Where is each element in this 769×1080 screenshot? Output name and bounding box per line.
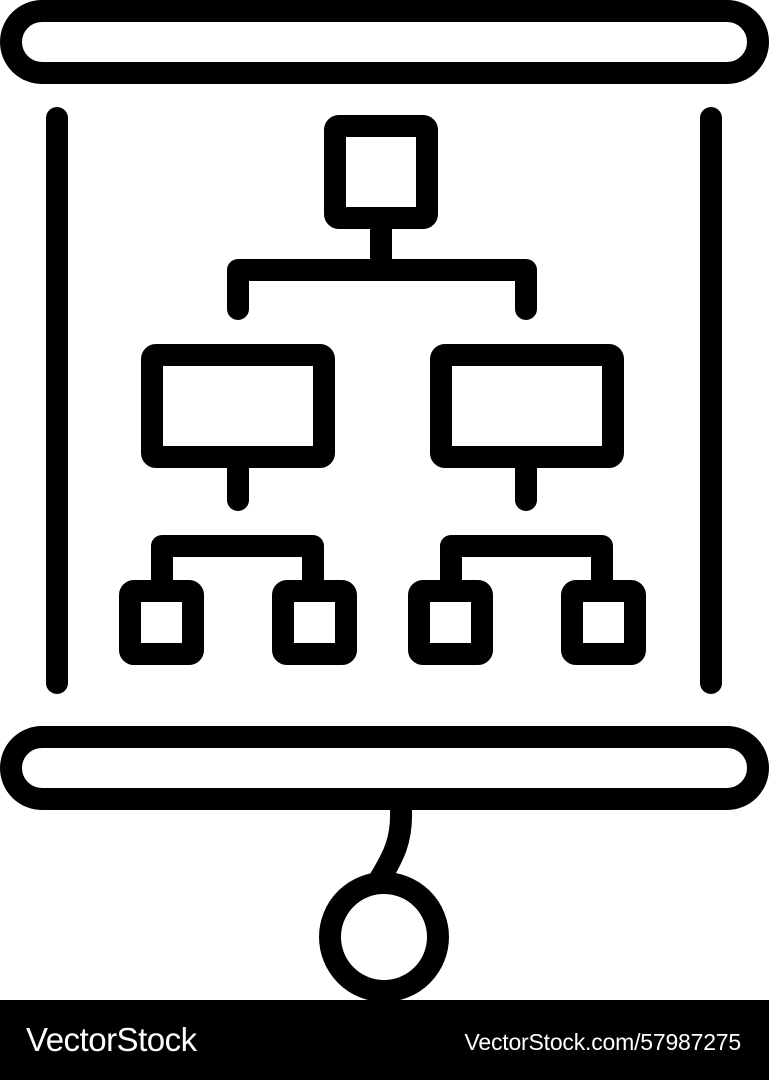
root-branch-connector	[227, 259, 537, 320]
watermark-brand: VectorStock	[26, 1021, 197, 1058]
org-chart-root-node	[324, 115, 438, 229]
watermark-footer-bar: VectorStock VectorStock.com/57987275	[0, 1000, 769, 1080]
org-chart-leaf-node-2	[272, 580, 357, 665]
watermark-image-id: VectorStock.com/57987275	[464, 1029, 742, 1055]
right-sub-branch-connector	[440, 535, 613, 601]
pull-ring	[319, 872, 449, 1000]
top-roller-bar	[0, 0, 769, 84]
presentation-screen-org-chart-icon	[0, 0, 769, 1000]
org-chart-leaf-node-3	[408, 580, 493, 665]
org-chart-leaf-node-1	[119, 580, 204, 665]
org-chart-right-node	[430, 344, 624, 468]
left-sub-branch-connector	[151, 535, 324, 601]
bottom-roller-bar	[0, 726, 769, 810]
org-chart-left-node	[141, 344, 335, 468]
org-chart-leaf-node-4	[561, 580, 646, 665]
pull-cord	[367, 799, 413, 893]
